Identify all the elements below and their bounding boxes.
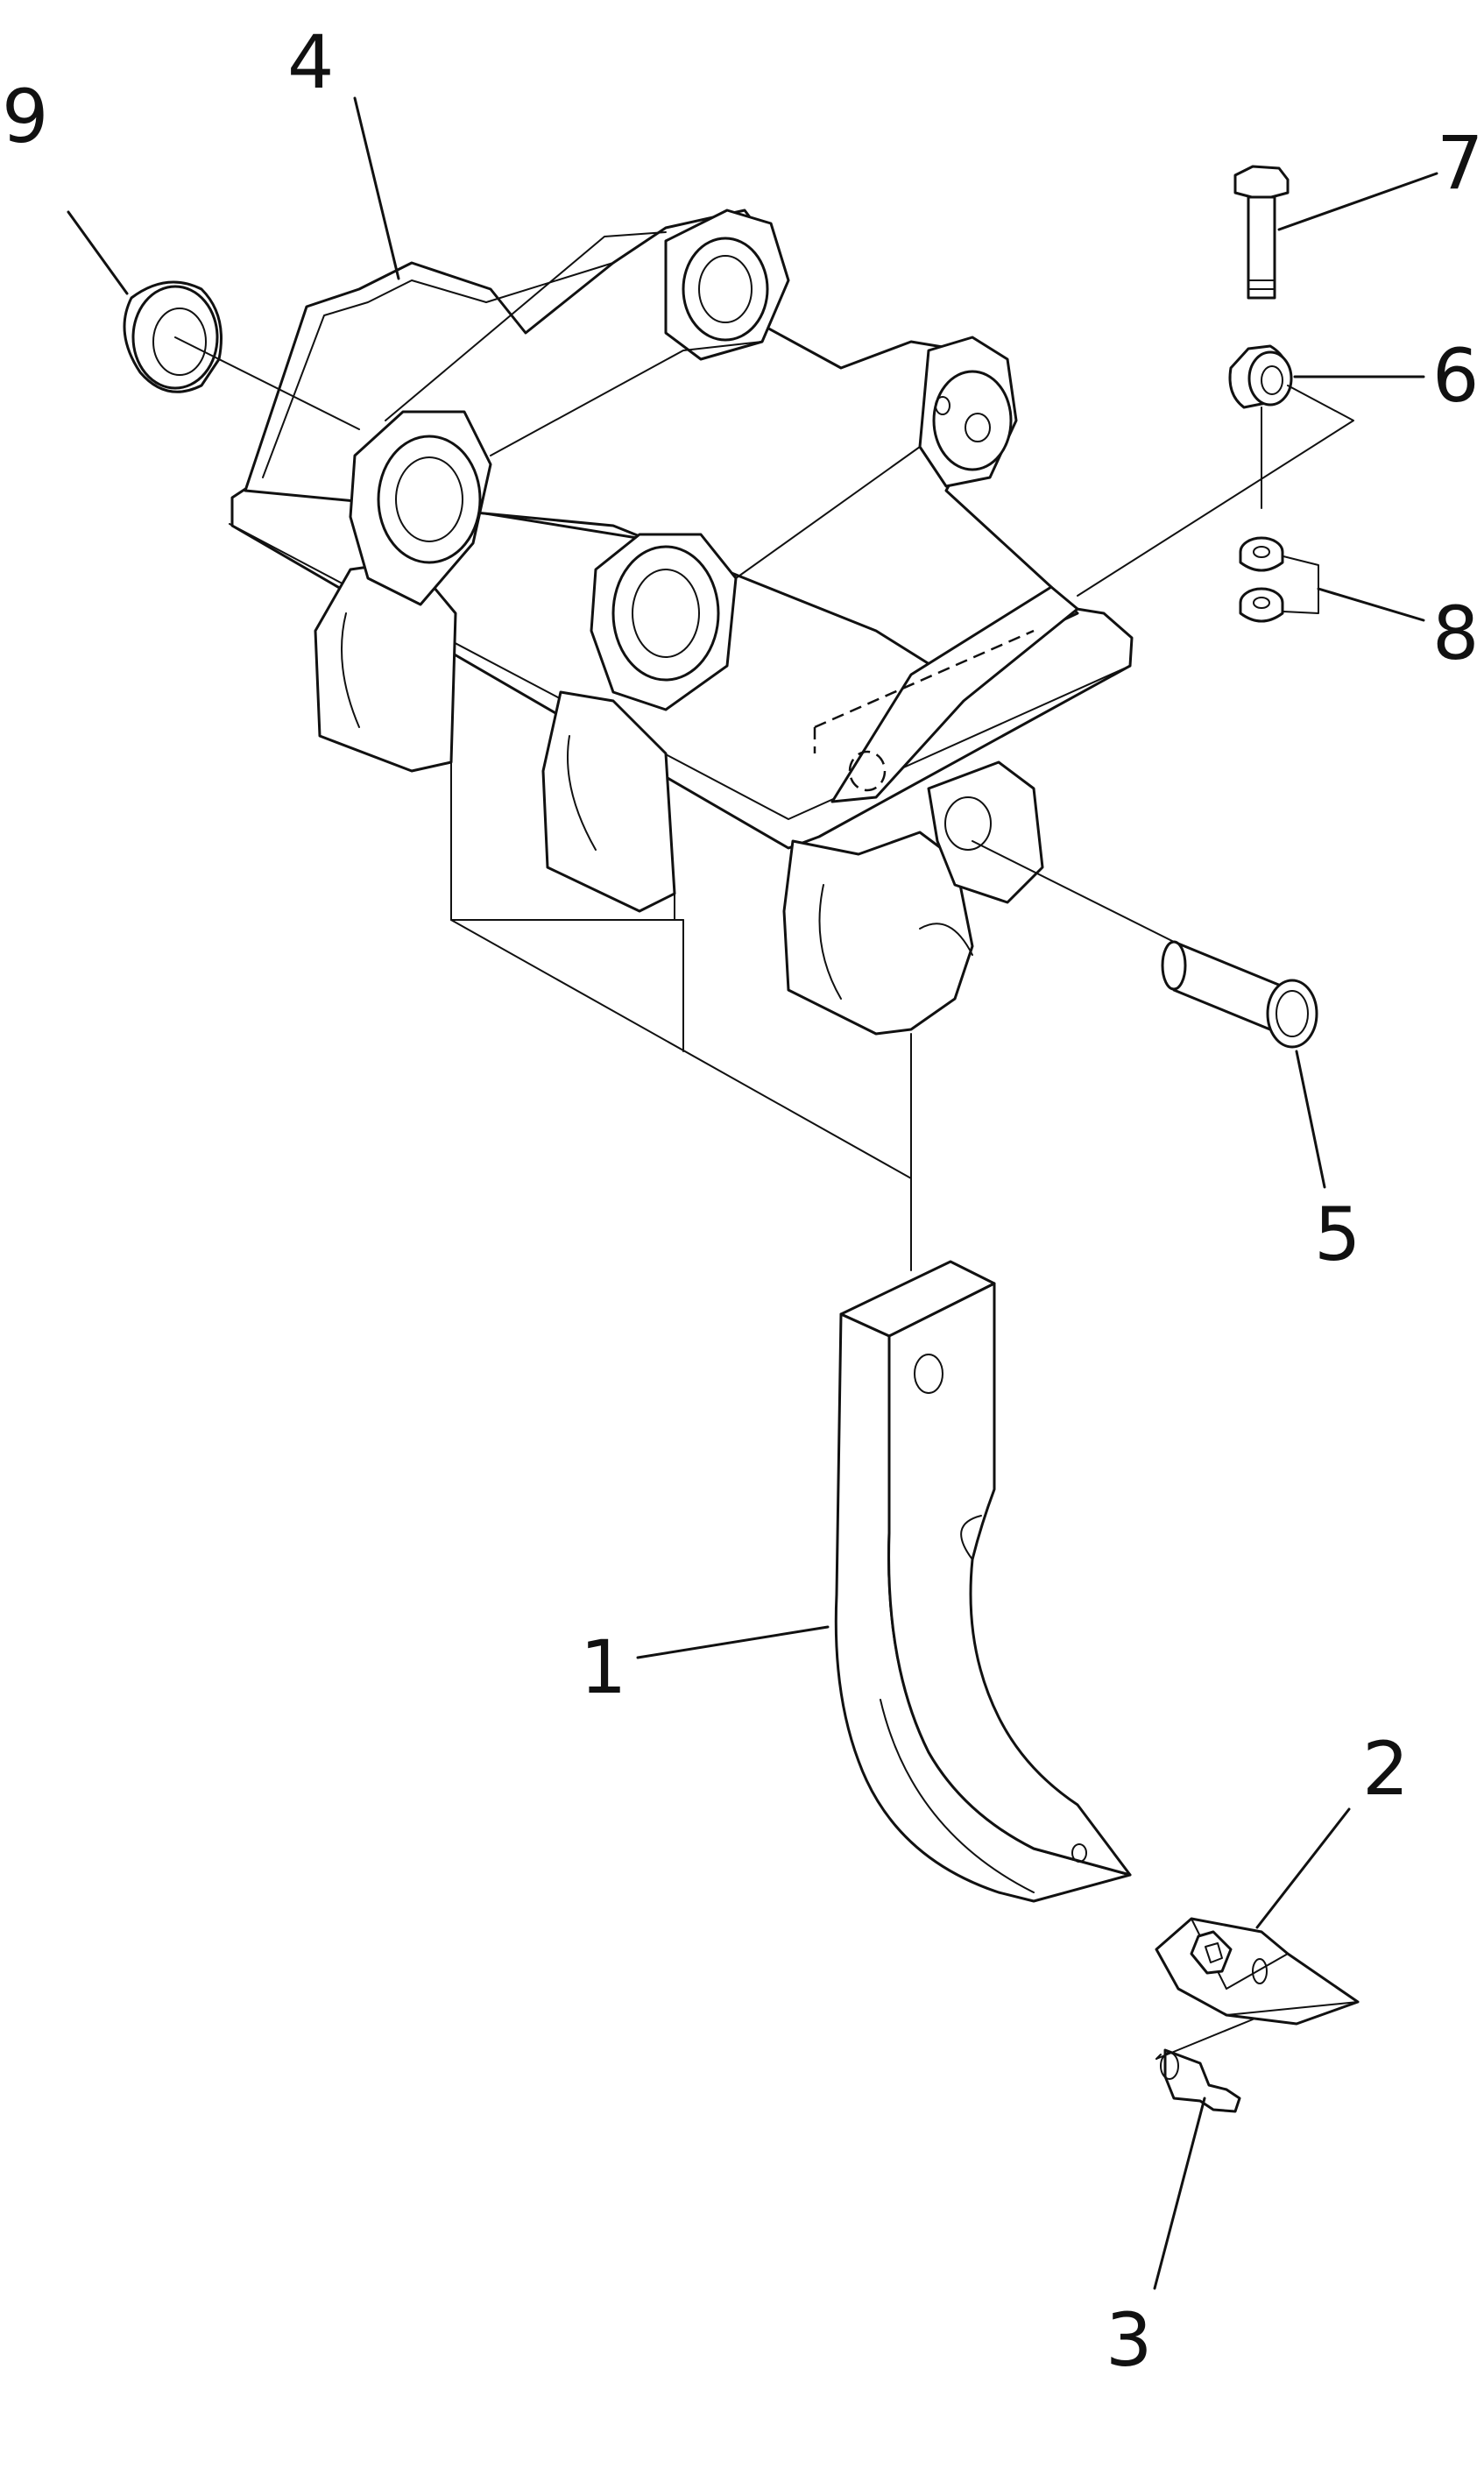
- callout-9: 9: [2, 74, 48, 159]
- leader-line-9: [67, 210, 129, 295]
- holder-part: [229, 209, 1134, 1271]
- leader-line-8: [1317, 587, 1425, 622]
- callout-1: 1: [580, 1624, 626, 1710]
- callout-2: 2: [1362, 1726, 1409, 1812]
- leader-lines: [67, 96, 1438, 2290]
- pin-part-3: [1155, 2019, 1254, 2113]
- leader-line-4: [353, 96, 400, 280]
- pin-part-5: [972, 840, 1318, 1049]
- callout-6: 6: [1432, 333, 1479, 419]
- leader-line-1: [636, 1625, 830, 1659]
- callout-4: 4: [287, 19, 334, 105]
- washer-part: [1077, 344, 1354, 597]
- nut-part: [1239, 536, 1319, 623]
- callout-5: 5: [1314, 1192, 1360, 1277]
- bolt-part: [1233, 165, 1290, 300]
- shank-part: [834, 1260, 1132, 1903]
- callout-8: 8: [1432, 590, 1479, 676]
- tip-part: [1155, 1917, 1360, 2026]
- callout-3: 3: [1106, 2297, 1152, 2383]
- leader-line-3: [1153, 2097, 1206, 2290]
- leader-line-7: [1277, 172, 1438, 231]
- bushing-part: [123, 280, 360, 430]
- leader-line-5: [1295, 1050, 1326, 1189]
- leader-line-2: [1255, 1807, 1351, 1929]
- callout-7: 7: [1437, 120, 1483, 206]
